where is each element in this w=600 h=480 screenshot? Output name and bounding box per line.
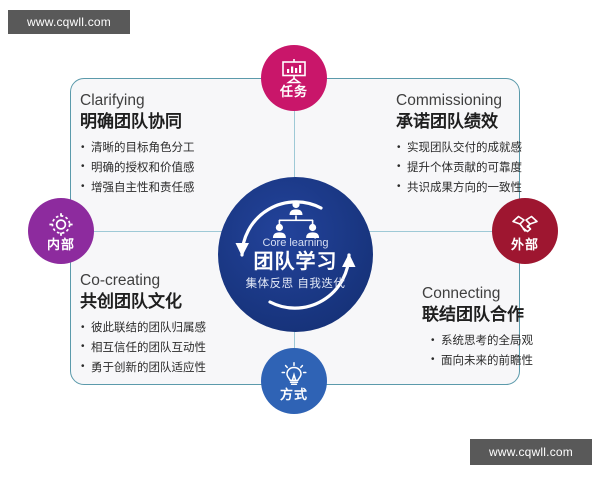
quadrant-clarifying-bullets: 清晰的目标角色分工 明确的授权和价值感 增强自主性和责任感: [80, 139, 280, 198]
quadrant-connecting: Connecting 联结团队合作 系统思考的全局观 面向未来的前瞻性: [422, 285, 600, 372]
node-method-label: 方式: [279, 386, 308, 402]
node-external[interactable]: 外部: [492, 198, 558, 264]
quadrant-connecting-chinese: 联结团队合作: [422, 304, 524, 324]
quadrant-co-creating-chinese: 共创团队文化: [80, 291, 182, 311]
quadrant-connecting-bullets: 系统思考的全局观 面向未来的前瞻性: [430, 332, 600, 372]
quadrant-clarifying-english: Clarifying: [80, 92, 145, 109]
quadrant-commissioning: Commissioning 承诺团队绩效 实现团队交付的成就感 提升个体贡献的可…: [396, 92, 596, 198]
node-task[interactable]: 任务: [261, 45, 327, 111]
presentation-chart-icon: [282, 58, 306, 83]
quadrant-connecting-english: Connecting: [422, 285, 501, 302]
lightbulb-icon: [281, 361, 307, 385]
list-item: 彼此联结的团队归属感: [80, 319, 280, 339]
quadrant-commissioning-bullets: 实现团队交付的成就感 提升个体贡献的可靠度 共识成果方向的一致性: [396, 139, 596, 198]
quadrant-commissioning-english: Commissioning: [396, 92, 502, 109]
list-item: 清晰的目标角色分工: [80, 139, 280, 159]
watermark-top: www.cqwll.com: [8, 10, 130, 34]
quadrant-commissioning-chinese: 承诺团队绩效: [396, 111, 498, 131]
node-method[interactable]: 方式: [261, 348, 327, 414]
core-learning-subtitle: 集体反思 自我迭代: [245, 278, 346, 291]
core-learning-circle: Core learning 团队学习 集体反思 自我迭代: [218, 177, 373, 332]
list-item: 共识成果方向的一致性: [396, 178, 596, 199]
watermark-bottom: www.cqwll.com: [470, 439, 592, 465]
node-task-label: 任务: [279, 83, 308, 99]
list-item: 实现团队交付的成就感: [396, 139, 596, 159]
quadrant-clarifying-chinese: 明确团队协同: [80, 111, 182, 131]
quadrant-co-creating: Co-creating 共创团队文化 彼此联结的团队归属感 相互信任的团队互动性…: [80, 272, 280, 378]
core-learning-chinese: 团队学习: [253, 251, 338, 274]
list-item: 相互信任的团队互动性: [80, 338, 280, 359]
quadrant-co-creating-english: Co-creating: [80, 272, 161, 289]
cycle-arrows-icon: [235, 200, 356, 310]
list-item: 面向未来的前瞻性: [430, 351, 600, 372]
quadrant-co-creating-bullets: 彼此联结的团队归属感 相互信任的团队互动性 勇于创新的团队适应性: [80, 319, 280, 378]
list-item: 提升个体贡献的可靠度: [396, 158, 596, 179]
org-chart-icon: [272, 200, 320, 238]
quadrant-clarifying: Clarifying 明确团队协同 清晰的目标角色分工 明确的授权和价值感 增强…: [80, 92, 280, 198]
list-item: 系统思考的全局观: [430, 332, 600, 352]
list-item: 明确的授权和价值感: [80, 158, 280, 179]
gear-icon: [49, 212, 73, 236]
node-internal[interactable]: 内部: [28, 198, 94, 264]
handshake-icon: [512, 215, 538, 232]
core-learning-english: Core learning: [262, 237, 329, 249]
list-item: 勇于创新的团队适应性: [80, 358, 280, 379]
core-learning-text: Core learning 团队学习 集体反思 自我迭代: [218, 237, 373, 292]
node-internal-label: 内部: [46, 236, 75, 252]
list-item: 增强自主性和责任感: [80, 178, 280, 199]
node-external-label: 外部: [510, 236, 539, 252]
